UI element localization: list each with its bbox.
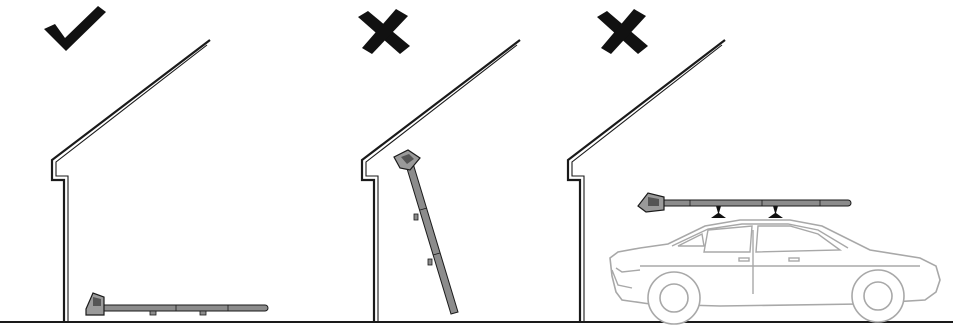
flagpole-leaning: [394, 150, 458, 314]
flagpole-on-car-roof: [638, 193, 851, 212]
panel-2-incorrect: [358, 9, 520, 322]
checkmark-icon: [44, 6, 106, 51]
car: [610, 220, 940, 324]
x-icon: [597, 9, 648, 54]
garage-wall-1: [52, 40, 210, 322]
x-icon: [358, 9, 410, 54]
panel-1-correct: [44, 6, 268, 322]
flagpole-lying-flat: [86, 293, 268, 315]
roof-rack: [711, 206, 783, 218]
panel-3-incorrect: [568, 9, 940, 324]
